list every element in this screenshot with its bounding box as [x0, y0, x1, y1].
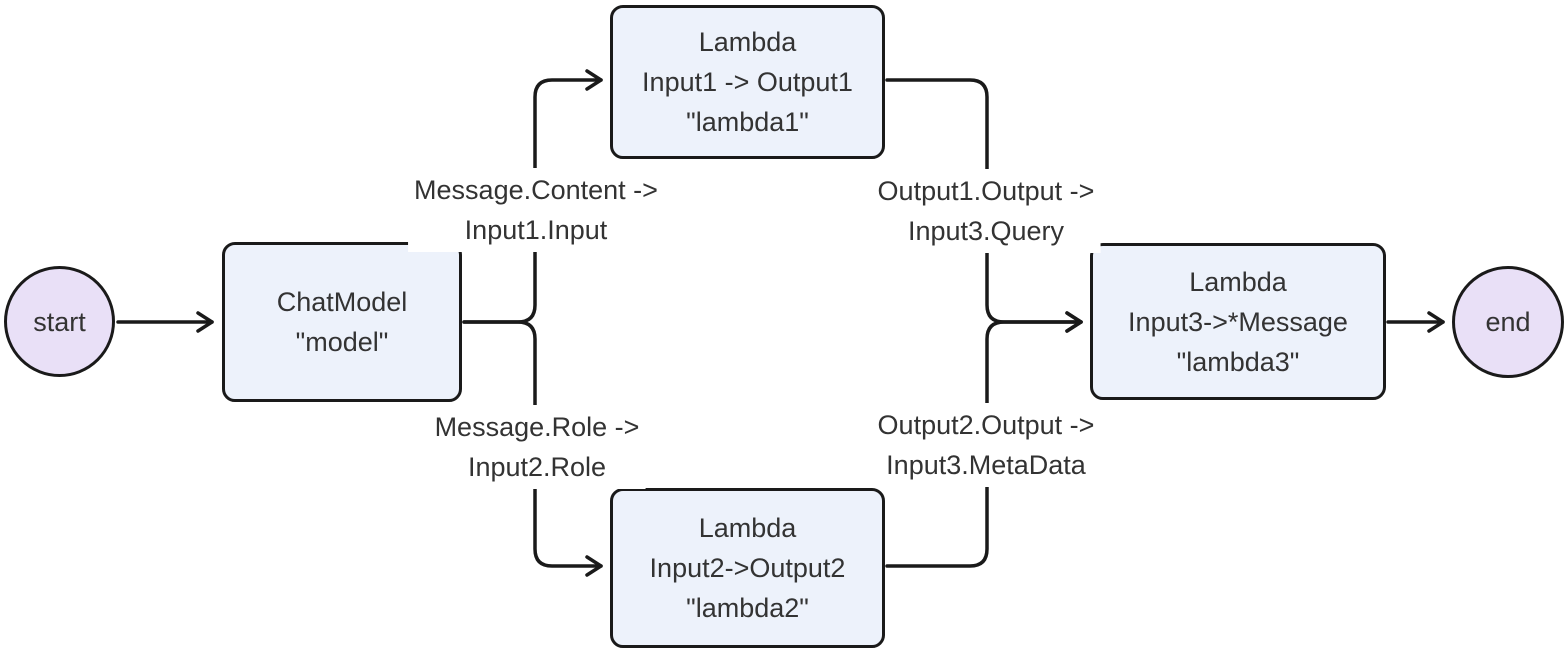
node-lambda1: Lambda Input1 -> Output1 "lambda1"	[610, 5, 885, 159]
edge-label-line: Message.Role ->	[434, 412, 640, 442]
edge-label-line: Message.Content ->	[414, 175, 658, 205]
node-start: start	[4, 266, 115, 377]
node-lambda1-line-3: "lambda1"	[686, 107, 809, 137]
node-lambda3-line-3: "lambda3"	[1176, 346, 1300, 377]
edge-label-line: Input1.Input	[464, 215, 608, 245]
node-start-label: start	[33, 306, 86, 337]
node-lambda2-line-2: Input2->Output2	[649, 553, 846, 583]
node-end-label: end	[1485, 307, 1531, 337]
node-lambda2-line-3: "lambda2"	[686, 593, 809, 623]
edge-label-line: Output2.Output ->	[877, 410, 1095, 440]
node-chatmodel-line-2: "model"	[295, 327, 389, 357]
node-chatmodel: ChatModel "model"	[222, 242, 462, 402]
edge-label-line: Input3.MetaData	[886, 450, 1086, 480]
node-lambda3-line-1: Lambda	[1189, 266, 1287, 297]
edge-label-chatmodel-lambda1: Message.Content -> Input1.Input	[408, 168, 664, 252]
node-chatmodel-line-1: ChatModel	[276, 287, 408, 317]
edge-label-lambda2-lambda3: Output2.Output -> Input3.MetaData	[871, 403, 1101, 487]
node-lambda2: Lambda Input2->Output2 "lambda2"	[610, 488, 885, 648]
edge-label-lambda1-lambda3: Output1.Output -> Input3.Query	[871, 169, 1101, 253]
node-lambda1-line-2: Input1 -> Output1	[642, 67, 853, 97]
node-lambda1-line-1: Lambda	[698, 27, 797, 57]
node-lambda3-line-2: Input3->*Message	[1128, 306, 1348, 337]
node-lambda3: Lambda Input3->*Message "lambda3"	[1090, 243, 1386, 400]
node-end: end	[1452, 266, 1564, 378]
edge-label-line: Output1.Output ->	[877, 176, 1095, 206]
edge-label-line: Input2.Role	[467, 452, 607, 482]
node-lambda2-line-1: Lambda	[698, 513, 797, 543]
edge-label-line: Input3.Query	[907, 216, 1065, 246]
edge-label-chatmodel-lambda2: Message.Role -> Input2.Role	[428, 405, 646, 489]
